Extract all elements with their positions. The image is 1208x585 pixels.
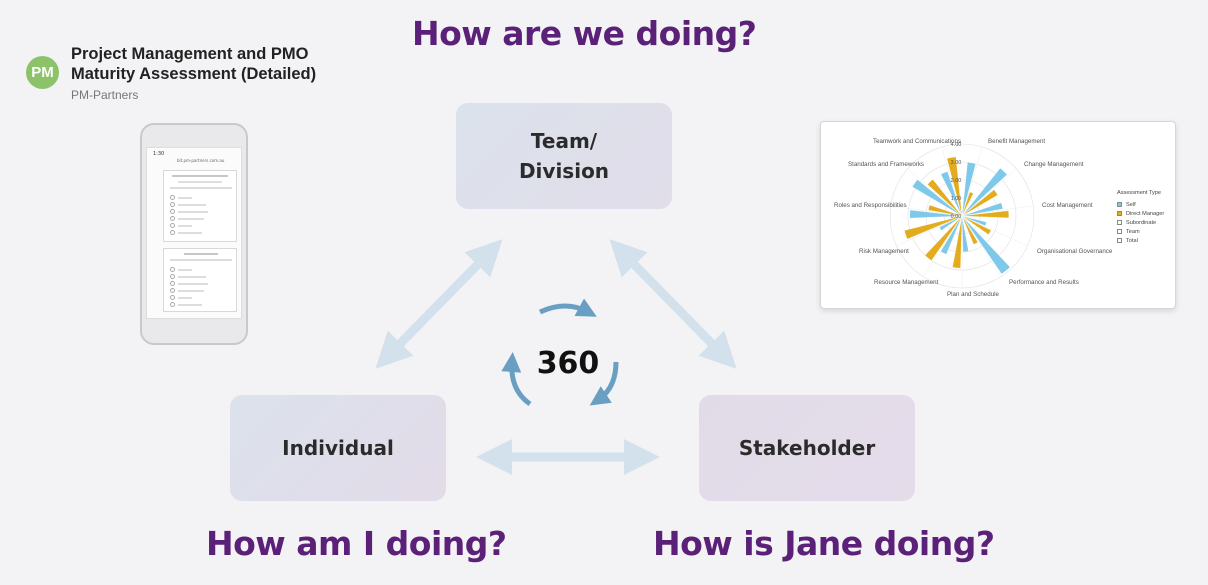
- legend-label: Total: [1126, 237, 1138, 244]
- legend-item-direct-manager[interactable]: Direct Manager: [1117, 209, 1164, 218]
- phone-mockup: 1:30 bit.pm-partners.com.au: [140, 123, 248, 345]
- category-label: Change Management: [1024, 161, 1084, 168]
- category-label: Cost Management: [1042, 202, 1093, 209]
- radar-spoke: [907, 168, 963, 217]
- arrow-team-individual: [375, 239, 503, 369]
- category-label: Resource Management: [874, 279, 939, 286]
- legend-swatch: [1117, 202, 1122, 207]
- box-team-line2: Division: [518, 159, 610, 183]
- radar-spoke: [941, 146, 963, 217]
- radar-bar-self: [961, 215, 1011, 275]
- category-label: Performance and Results: [1009, 279, 1079, 286]
- category-label: Plan and Schedule: [947, 291, 999, 298]
- cycle-arrow-right: [589, 361, 619, 406]
- pm-logo-icon: PM: [26, 56, 59, 89]
- legend-swatch: [1117, 220, 1122, 225]
- box-stakeholder: Stakeholder: [699, 395, 915, 501]
- radar-bar-direct-manager: [924, 215, 963, 261]
- radar-tick-label: 1.00: [951, 196, 962, 202]
- radar-bar-self: [961, 202, 1003, 217]
- radar-bar-self: [940, 171, 963, 217]
- legend-item-subordinate[interactable]: Subordinate: [1117, 218, 1164, 227]
- heading-how-are-we-doing: How are we doing?: [412, 14, 757, 53]
- legend-label: Self: [1126, 201, 1136, 208]
- phone-question-card-2: [163, 248, 237, 312]
- app-publisher: PM-Partners: [71, 88, 139, 102]
- radar-tick-label: 2.00: [951, 178, 962, 184]
- legend-label: Team: [1126, 228, 1140, 235]
- radar-bar-self: [939, 215, 963, 231]
- heading-how-am-i-doing: How am I doing?: [206, 524, 507, 563]
- radar-bar-direct-manager: [927, 179, 963, 217]
- box-individual: Individual: [230, 395, 446, 501]
- radar-bar-direct-manager: [904, 215, 963, 240]
- radar-bar-self: [961, 215, 969, 253]
- category-label: Standards and Frameworks: [848, 161, 925, 168]
- radar-spoke: [961, 168, 1017, 217]
- radar-bar-self: [912, 179, 963, 217]
- radar-bar-direct-manager: [961, 189, 998, 217]
- legend-item-team[interactable]: Team: [1117, 227, 1164, 236]
- radar-tick-label: 0.00: [951, 214, 962, 220]
- radar-bar-direct-manager: [952, 215, 963, 269]
- radar-bar-self: [909, 209, 963, 219]
- category-label: Teamwork and Communications: [873, 138, 962, 145]
- phone-status-time: 1:30: [153, 151, 165, 157]
- legend-item-self[interactable]: Self: [1117, 200, 1164, 209]
- radar-tick-label: 3.00: [951, 160, 962, 166]
- radar-bar-direct-manager: [961, 191, 974, 217]
- legend-label: Direct Manager: [1126, 210, 1165, 217]
- box-team-line1: Team/: [530, 129, 598, 153]
- category-label: Benefit Management: [988, 138, 1046, 145]
- radar-bar-direct-manager: [961, 215, 979, 245]
- radar-bar-direct-manager: [946, 156, 963, 217]
- phone-screen: 1:30 bit.pm-partners.com.au: [146, 147, 242, 319]
- radar-tick-label: 4.00: [951, 142, 962, 148]
- category-label: Roles and Responsibilities: [834, 202, 907, 209]
- category-label: Risk Management: [859, 248, 909, 255]
- radar-bar-self: [961, 162, 976, 217]
- legend-swatch: [1117, 211, 1122, 216]
- category-label: Organisational Governance: [1037, 248, 1113, 255]
- chart-legend: Assessment Type Self Direct Manager Subo…: [1117, 190, 1164, 245]
- legend-item-total[interactable]: Total: [1117, 236, 1164, 245]
- radar-bar-direct-manager: [961, 215, 992, 235]
- radar-spoke: [922, 215, 963, 277]
- cycle-arrow-left: [501, 352, 532, 407]
- radar-spoke: [890, 205, 963, 217]
- radar-bar-self: [961, 215, 987, 227]
- phone-question-card-1: [163, 170, 237, 242]
- legend-title: Assessment Type: [1117, 190, 1162, 196]
- legend-swatch: [1117, 238, 1122, 243]
- legend-label: Subordinate: [1126, 219, 1157, 226]
- radar-spoke: [961, 205, 1034, 217]
- label-360: 360: [536, 346, 600, 381]
- box-team-division: Team/ Division: [456, 103, 672, 209]
- radar-spoke: [896, 215, 963, 247]
- cycle-arrow-top: [538, 298, 597, 317]
- radar-spoke: [961, 146, 983, 217]
- heading-how-is-jane-doing: How is Jane doing?: [653, 524, 995, 563]
- phone-url: bit.pm-partners.com.au: [177, 158, 225, 163]
- app-title-line2: Maturity Assessment (Detailed): [71, 65, 317, 83]
- app-title-line1: Project Management and PMO: [71, 45, 309, 63]
- radar-bar-direct-manager: [961, 210, 1009, 219]
- legend-swatch: [1117, 229, 1122, 234]
- app-title: Project Management and PMO Maturity Asse…: [71, 44, 316, 84]
- radar-spoke: [961, 215, 1002, 277]
- radar-chart: 4.00 3.00 2.00 1.00 0.00: [889, 142, 1035, 289]
- radar-bar-self: [940, 215, 963, 255]
- radar-bar-self: [961, 167, 1008, 217]
- radar-bar-direct-manager: [928, 204, 963, 217]
- radar-spoke: [961, 215, 1028, 247]
- arrow-team-stakeholder: [609, 239, 737, 369]
